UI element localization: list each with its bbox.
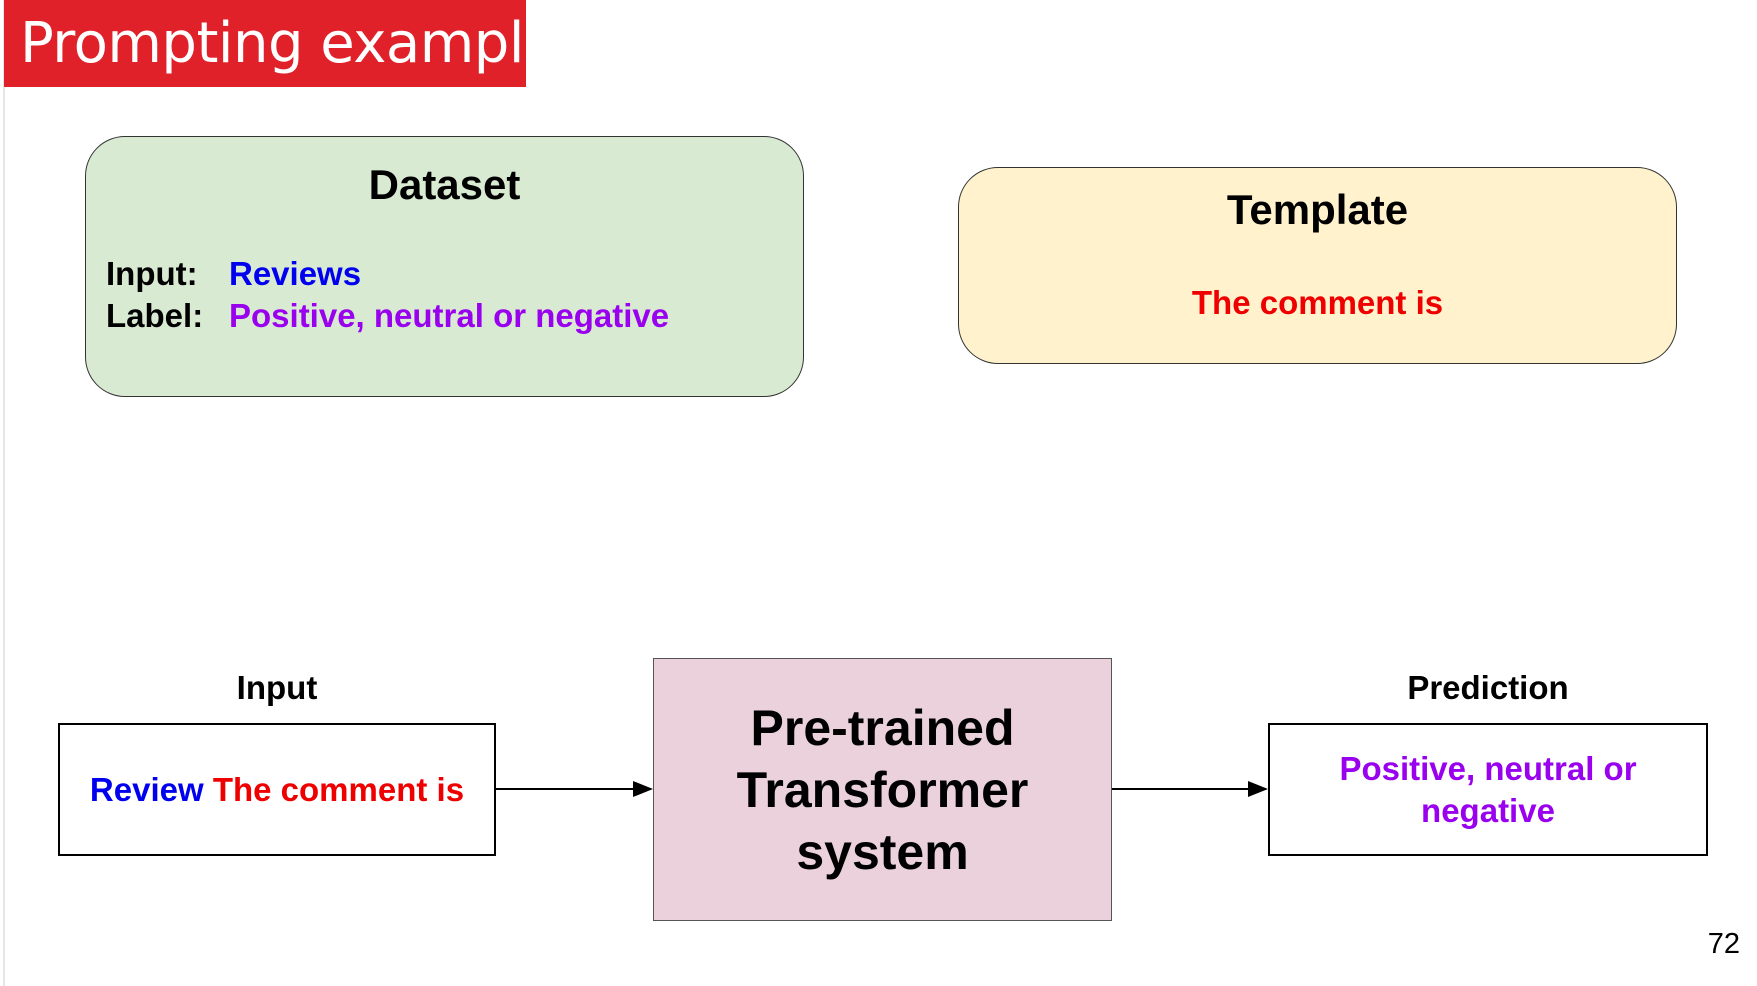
dataset-input-value: Reviews bbox=[229, 255, 362, 292]
input-box: Review The comment is bbox=[58, 723, 496, 856]
dataset-label-row: Label: Positive, neutral or negative bbox=[106, 297, 669, 335]
transformer-text: Pre-trained Transformer system bbox=[736, 699, 1029, 880]
template-heading: Template bbox=[1226, 186, 1409, 233]
prediction-label: Prediction bbox=[1407, 669, 1569, 706]
input-label: Input bbox=[236, 669, 318, 706]
prediction-box: Positive, neutral or negative bbox=[1268, 723, 1708, 856]
template-card: Template The comment is bbox=[958, 167, 1677, 364]
template-text: The comment is bbox=[1191, 284, 1444, 321]
dataset-heading: Dataset bbox=[368, 161, 521, 208]
input-template-text: The comment is bbox=[212, 770, 465, 808]
transformer-box: Pre-trained Transformer system bbox=[653, 658, 1112, 921]
input-review-text: Review bbox=[89, 770, 204, 808]
dataset-card: Dataset Input: Reviews Label: Positive, ne… bbox=[85, 136, 804, 397]
prediction-text: Positive, neutral or negative bbox=[1339, 749, 1637, 829]
dataset-input-key: Input: bbox=[106, 255, 198, 292]
dataset-label-value: Positive, neutral or negative bbox=[229, 297, 670, 334]
dataset-input-row: Input: Reviews bbox=[106, 255, 361, 293]
page-number: 72 bbox=[1707, 928, 1740, 960]
dataset-label-key: Label: bbox=[106, 297, 204, 334]
slide-left-edge bbox=[3, 0, 5, 986]
slide-title: Prompting example bbox=[4, 0, 558, 87]
